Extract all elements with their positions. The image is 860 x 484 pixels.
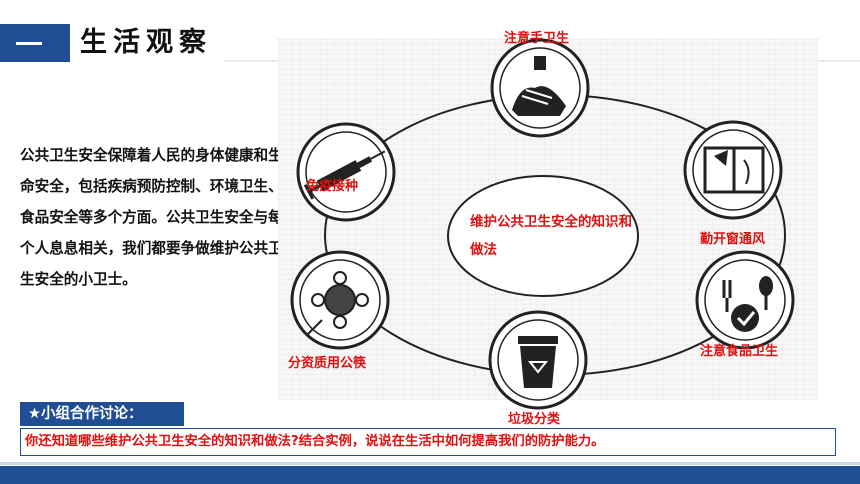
- page-title: 生活观察: [80, 27, 212, 58]
- intro-paragraph: 公共卫生安全保障着人民的身体健康和生命安全，包括疾病预防控制、环境卫生、食品安全…: [20, 147, 283, 288]
- food-safety-icon: [695, 250, 795, 350]
- label-food-hygiene: 注意食品卫生: [700, 344, 779, 359]
- syringe-icon: [296, 122, 396, 222]
- diagram-center-text: 维护公共卫生安全的知识和做法: [470, 214, 632, 258]
- footer-bar: [0, 466, 860, 484]
- label-shared-chopsticks: 分资质用公筷: [288, 356, 367, 371]
- label-garbage-sorting: 垃圾分类: [508, 412, 561, 427]
- hand-washing-icon: [490, 38, 590, 138]
- discussion-tab: ★小组合作讨论：: [20, 402, 184, 426]
- header-dash: [16, 42, 42, 45]
- center-ellipse: [447, 175, 639, 297]
- trash-bin-icon: [488, 310, 588, 410]
- window-icon: [683, 120, 783, 220]
- label-hand-hygiene: 注意手卫生: [504, 31, 570, 46]
- label-ventilation: 勤开窗通风: [700, 232, 766, 247]
- shared-plates-icon: [290, 250, 390, 350]
- label-vaccination: 免疫接种: [306, 179, 359, 194]
- discussion-question: 你还知道哪些维护公共卫生安全的知识和做法?结合实例，说说在生活中如何提高我们的防…: [20, 428, 836, 456]
- footer-accent-line: [0, 462, 860, 465]
